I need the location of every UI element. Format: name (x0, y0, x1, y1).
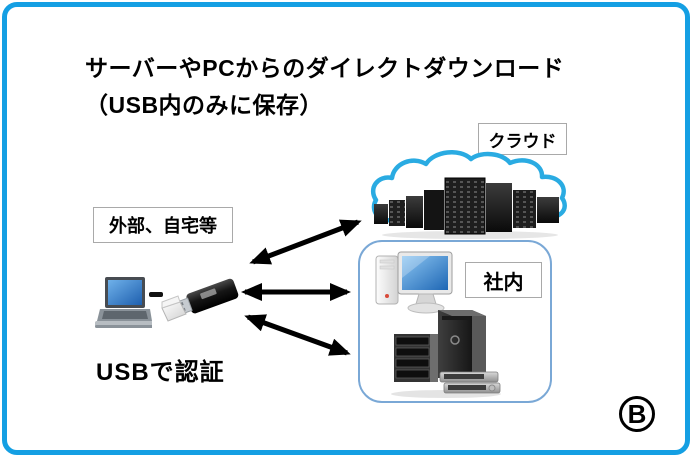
diagram-title: サーバーやPCからのダイレクトダウンロード （USB内のみに保存） (85, 50, 645, 124)
usb-flash-drive-icon (161, 278, 239, 322)
badge-b-letter: B (627, 398, 647, 429)
external-label-text: 外部、自宅等 (109, 216, 217, 236)
laptop-usb-connector-line (149, 292, 163, 297)
title-line-1: サーバーやPCからのダイレクトダウンロード (85, 55, 565, 81)
external-label: 外部、自宅等 (93, 207, 233, 243)
server-rack-icon (391, 310, 501, 398)
cloud-label-text: クラウド (488, 131, 557, 151)
title-line-2: （USB内のみに保存） (85, 92, 324, 118)
internal-label: 社内 (465, 262, 542, 298)
desktop-pc-icon (375, 251, 453, 314)
internal-label-text: 社内 (483, 271, 524, 294)
cloud-servers-icon (370, 150, 567, 239)
cloud-label: クラウド (478, 123, 567, 155)
badge-b: B (619, 396, 655, 432)
usb-auth-label: USBで認証 (96, 359, 225, 386)
laptop-icon (95, 277, 152, 328)
